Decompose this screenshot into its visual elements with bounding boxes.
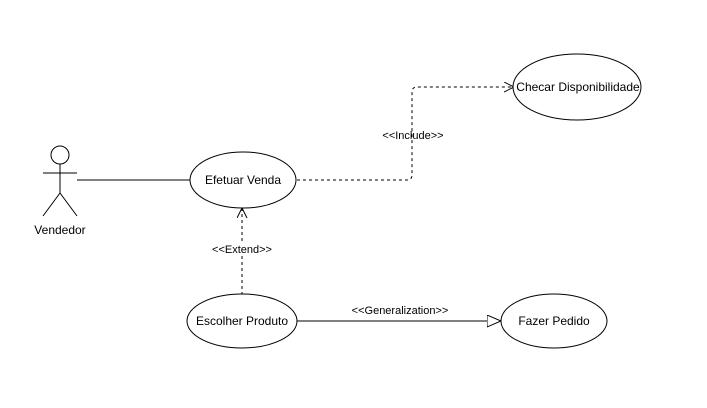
actor-label: Vendedor [34,223,85,237]
use-case-ellipse [500,293,608,349]
actor-right-leg [59,192,78,217]
actor-head [50,145,70,165]
use-case-label: Checar Disponibilidade [516,80,640,94]
use-case-label: Escolher Produto [196,314,288,328]
include-label: <<Include>> [382,130,443,142]
actor-vendedor[interactable]: Vendedor [34,145,86,237]
use-case-label: Fazer Pedido [518,314,590,328]
extend-label: <<Extend>> [212,244,272,256]
use-case-ellipse [189,151,297,209]
generalization-label: <<Generalization>> [352,305,449,317]
use-case-fazer-pedido[interactable]: Fazer Pedido [500,293,608,349]
use-case-checar-disponibilidade[interactable]: Checar Disponibilidade [512,53,642,121]
use-case-ellipse [512,53,642,121]
extend-label-bg [206,242,278,256]
actor-left-leg [42,192,61,217]
use-case-label: Efetuar Venda [205,173,281,187]
use-case-efetuar-venda[interactable]: Efetuar Venda [189,151,297,209]
use-case-escolher-produto[interactable]: Escolher Produto [186,293,298,349]
use-case-ellipse [186,293,298,349]
